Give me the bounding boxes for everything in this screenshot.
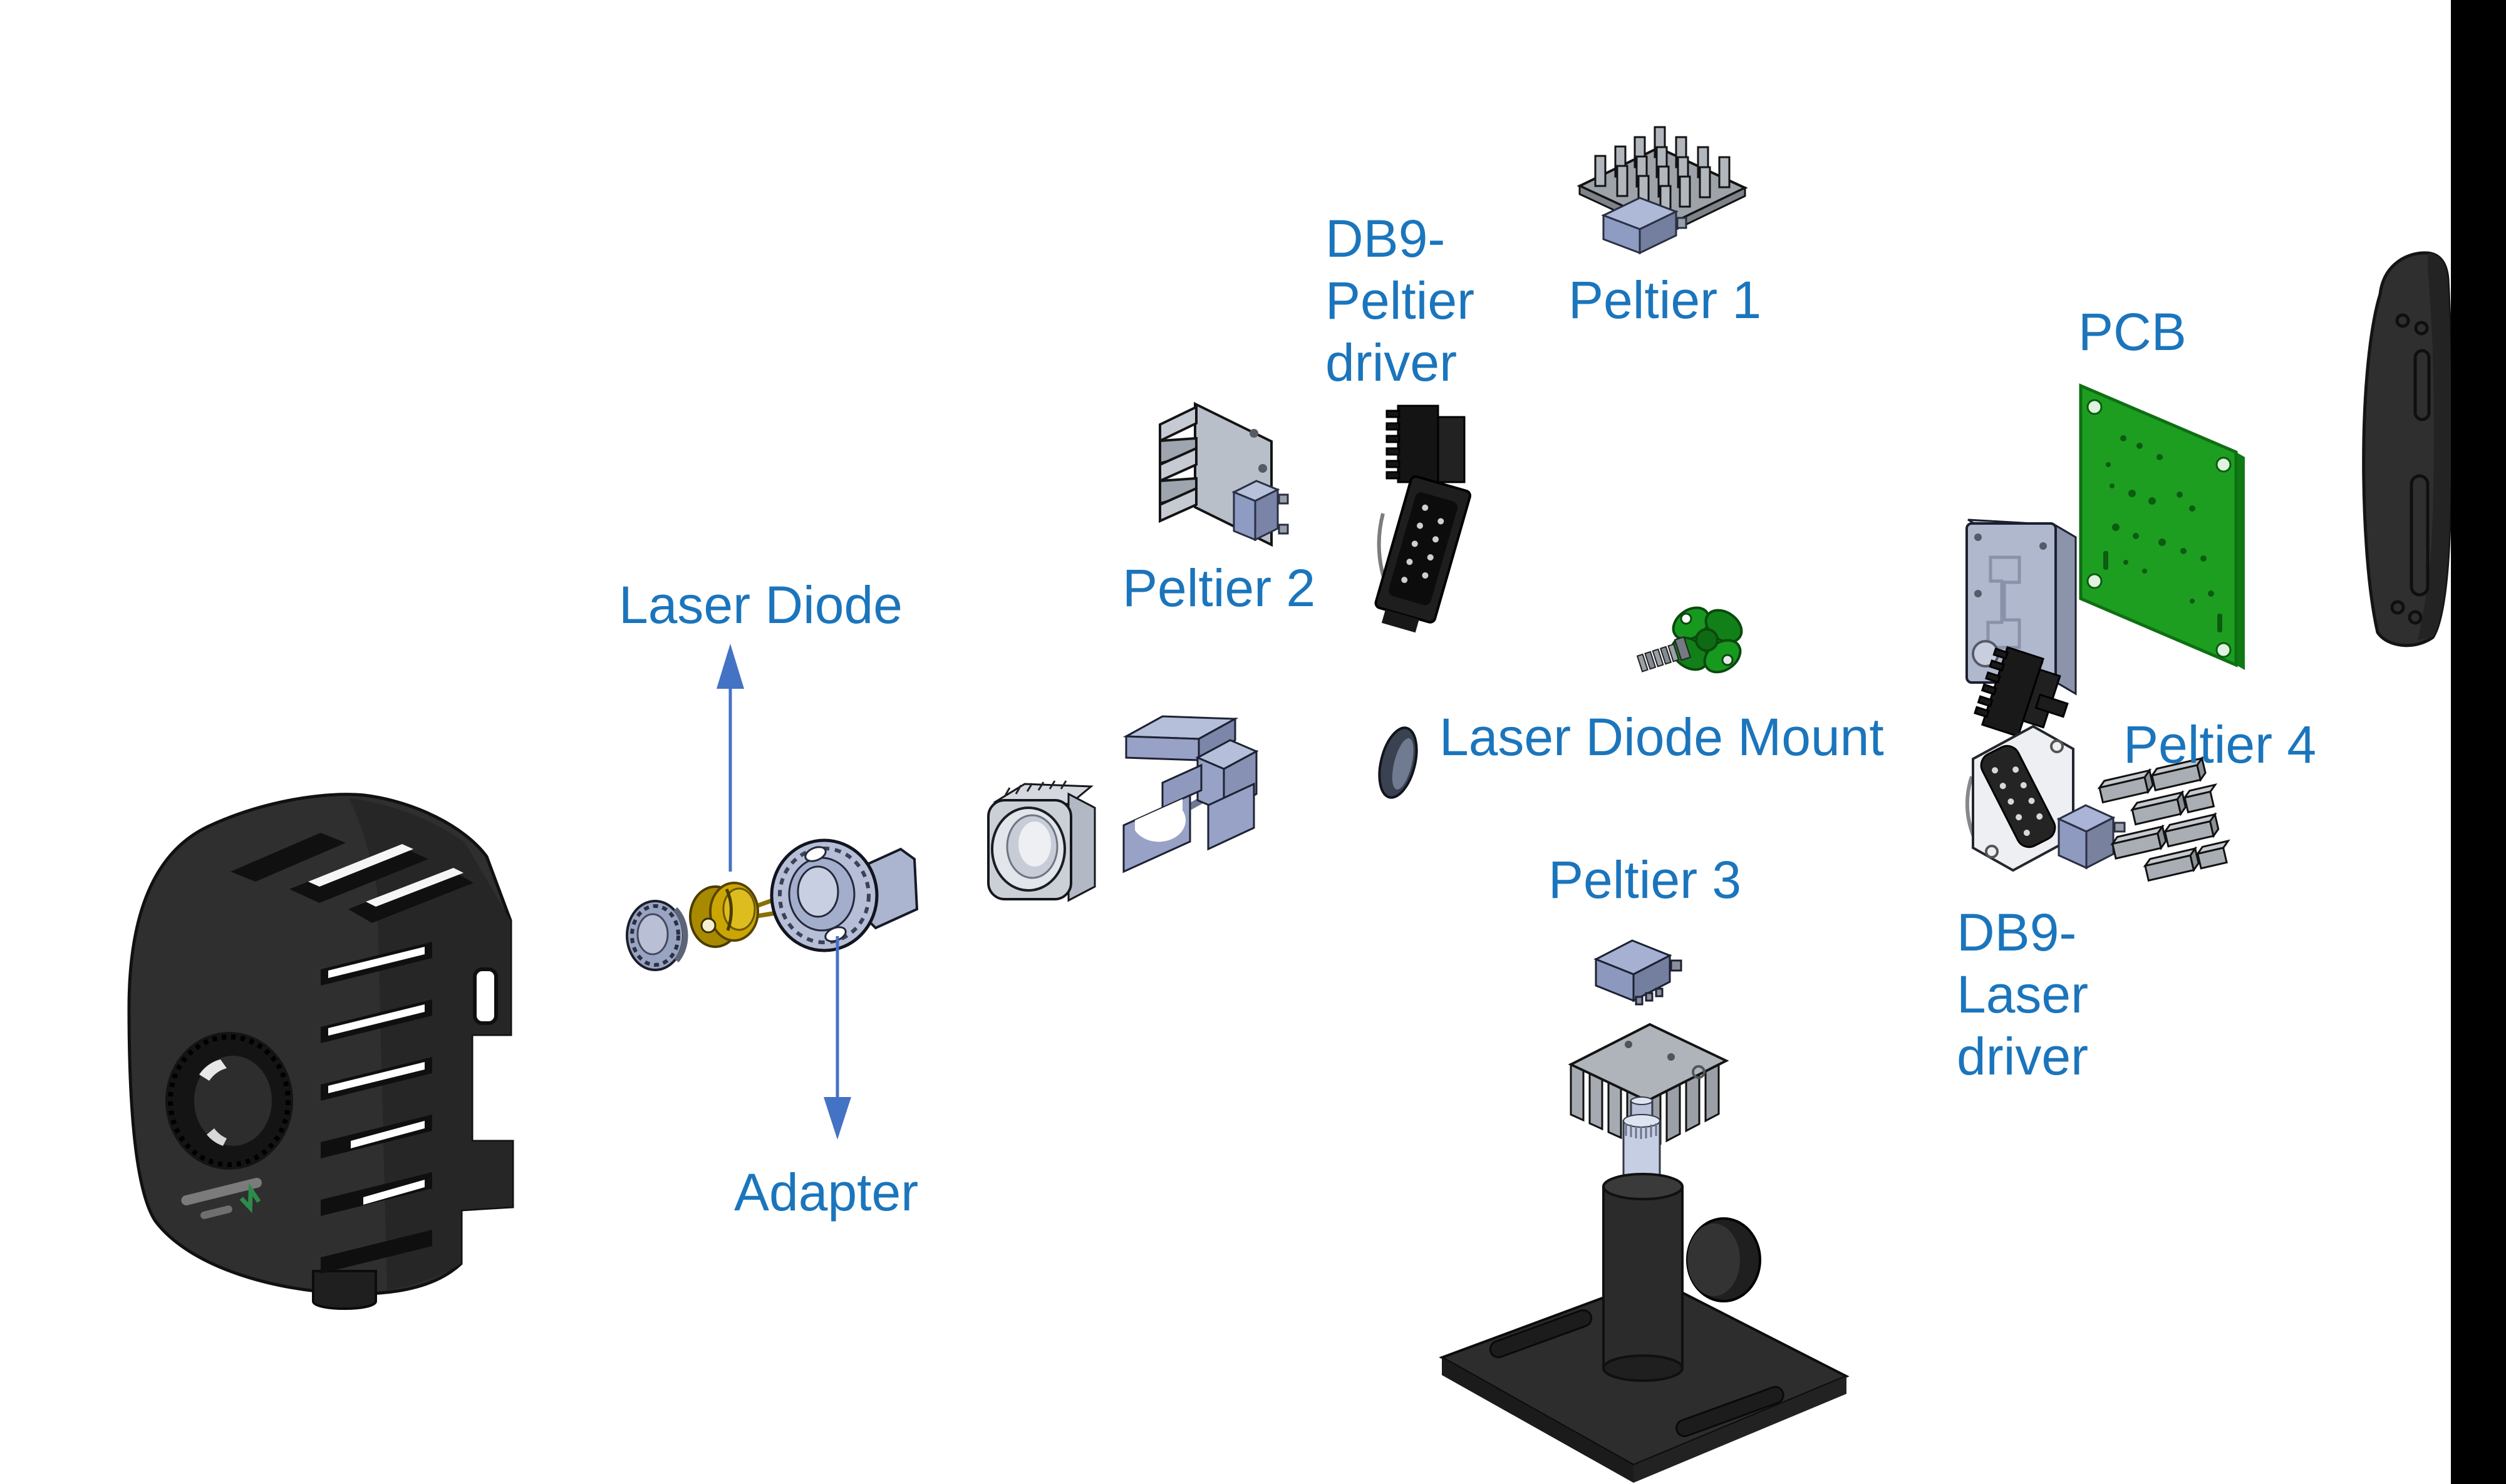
label-laser-diode: Laser Diode [619,575,903,634]
housing-aperture [165,1032,293,1170]
clamp-assembly-part [1122,715,1259,873]
label-db9-peltier-driver: DB9- Peltier driver [1325,208,1474,394]
label-peltier-1: Peltier 1 [1568,271,1762,329]
db9-laser-driver-part [1965,646,2126,872]
pin-fins [1594,126,1731,217]
label-line: driver [1325,333,1458,392]
label-laser-diode-mount: Laser Diode Mount [1439,708,1884,766]
peltier-4-heatsink-part [2097,756,2230,882]
housing-part [127,793,514,1310]
peltier-3-module [1593,939,1682,1006]
db9-laser-module [2056,804,2126,870]
small-knob-part [1378,726,1418,799]
lens-holder-part [987,780,1096,902]
label-line: driver [1957,1027,2089,1086]
peltier-2-module [1231,480,1289,542]
label-peltier-4: Peltier 4 [2123,715,2317,774]
housing-side-vents [321,942,498,1274]
knurled-cap-part [626,900,688,971]
label-line: DB9- [1325,209,1446,268]
right-edge-bar [2451,0,2506,1484]
db9-peltier-driver-part [1374,404,1472,633]
adapter-part [770,838,919,952]
peltier-1-heatsink-part [1577,126,1748,255]
housing-logo [181,1177,262,1219]
adapter-arrow [824,936,851,1140]
pcb-board-part [2079,383,2245,670]
label-adapter: Adapter [734,1163,919,1222]
label-line: Laser [1957,965,2089,1024]
label-line: DB9- [1957,903,2077,962]
label-line: Peltier [1325,271,1475,330]
peltier-1-module [1601,197,1687,255]
laser-diode-arrow [717,644,744,872]
post-stand-part [1439,1096,1850,1483]
peltier-2-heatsink-part [1159,401,1289,547]
mount-screw-part [1636,636,1692,672]
rear-cover-part [2362,251,2453,647]
label-peltier-2: Peltier 2 [1122,559,1316,617]
label-pcb: PCB [2078,302,2187,361]
label-db9-laser-driver: DB9- Laser driver [1957,902,2088,1088]
pcb-mount-block-part [1965,518,2077,696]
housing-top-slots [230,833,474,923]
label-peltier-3: Peltier 3 [1548,850,1742,909]
pcb-pads [2103,435,2222,632]
